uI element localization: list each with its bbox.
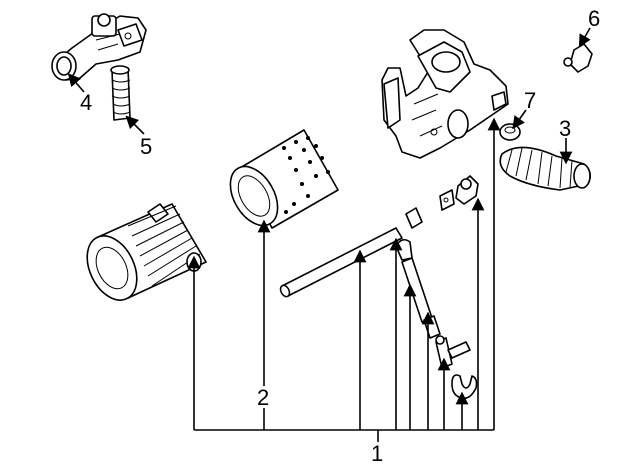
tee-fitting-part xyxy=(435,335,471,369)
callout-4: 4 xyxy=(80,90,92,115)
air-box-housing-part xyxy=(381,29,509,159)
hose-clamp-part xyxy=(451,374,478,400)
callout-1: 1 xyxy=(371,441,383,466)
corrugated-hose-part xyxy=(499,146,592,191)
callout-6: 6 xyxy=(588,6,600,31)
leader-lines xyxy=(67,27,591,442)
callout-7: 7 xyxy=(524,88,536,113)
callout-3: 3 xyxy=(559,116,571,141)
callout-2: 2 xyxy=(257,385,269,410)
grommet-part xyxy=(499,123,521,141)
callout-5: 5 xyxy=(140,134,152,159)
filter-element-part xyxy=(229,129,339,229)
breather-tube-part xyxy=(401,257,441,339)
air-filter-housing-part xyxy=(86,203,207,301)
bracket-part xyxy=(439,189,455,211)
check-valve-part xyxy=(455,175,479,205)
sensor-part xyxy=(563,43,593,73)
pipe-part xyxy=(279,227,403,298)
throttle-body-part xyxy=(51,13,147,81)
bellows-hose-part xyxy=(110,65,131,121)
